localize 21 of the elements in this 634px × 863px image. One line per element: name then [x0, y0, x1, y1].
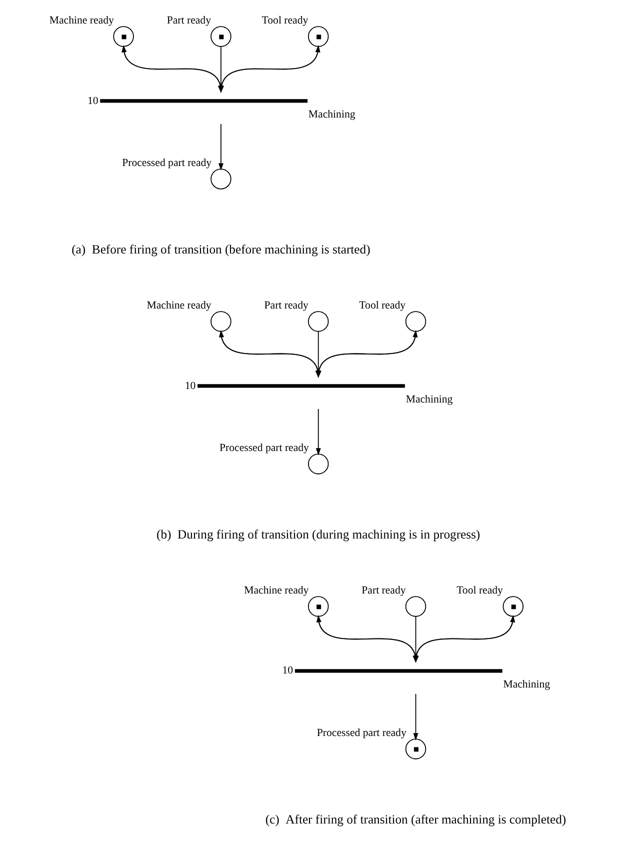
node-label: Machine ready: [146, 299, 212, 312]
node-label: Processed part ready: [316, 726, 406, 739]
node-label: Tool ready: [359, 299, 406, 312]
node-label: Machine ready: [49, 14, 114, 27]
node-label: Tool ready: [456, 584, 503, 596]
node-label: Part ready: [166, 14, 212, 27]
node-label: Processed part ready: [220, 442, 309, 454]
node-label: Processed part ready: [122, 157, 212, 169]
node-label: Machine ready: [244, 584, 309, 596]
node-label: Machining: [308, 108, 356, 120]
node-label: 10: [184, 380, 196, 392]
node-label: 10: [282, 664, 294, 677]
node-label: Part ready: [362, 584, 406, 596]
node-label: Part ready: [264, 299, 308, 312]
label: (b) During firing of transition (during machining is in progress): [156, 528, 480, 542]
label: (c) After firing of transition (after machining is completed): [265, 812, 566, 827]
node-label: 10: [87, 94, 98, 107]
node-label: Machining: [406, 393, 453, 406]
label: (a) Before firing of transition (before machining is started): [72, 242, 370, 257]
node-label: Tool ready: [262, 14, 308, 27]
node-label: Machining: [503, 678, 550, 690]
